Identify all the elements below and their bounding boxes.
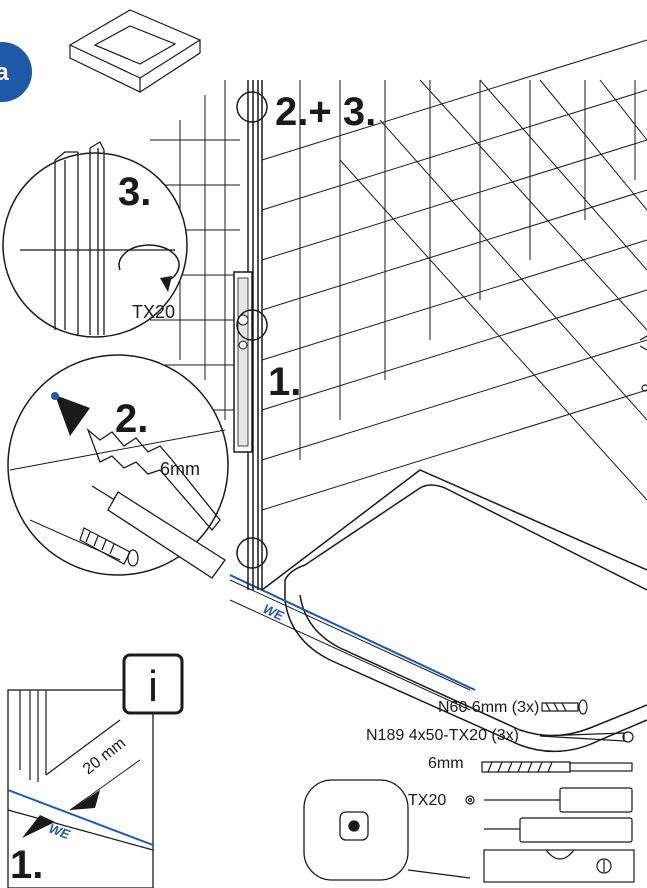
detail-marker-bottom [236,537,268,569]
drill-icon [91,485,226,579]
shower-tray [261,469,647,753]
step-2-callout: 2. [115,397,148,441]
tx20-label-detail: TX20 [132,302,175,322]
we-reference-line [229,574,476,691]
detail-step-2: 2. 6mm [7,354,229,579]
wall-plug-icon [79,527,139,567]
part-label-tx20: TX20 [408,792,446,809]
pointer-icon [55,395,90,436]
tray-package-icon [68,9,202,93]
part-label-n60: N60 6mm (3x) [438,699,539,716]
svg-text:a: a [0,59,9,86]
wall-plug-part-icon [541,699,588,715]
partial-screw-glyphs [639,335,647,392]
screwdriver-part-icon [465,787,633,813]
step-2-3-callout: 2.+ 3. [275,90,376,134]
info-icon: i [148,662,158,711]
drill-bit-icon [86,427,221,532]
step-1-callout-info: 1. [10,843,43,887]
part-label-n189: N189 4x50-TX20 (3x) [366,727,519,744]
detail-marker-top [236,91,268,123]
step-badge: a [0,42,32,102]
drill-size-label-detail: 6mm [160,459,200,479]
step-3-callout: 3. [118,170,151,214]
detail-marker-middle [236,309,268,341]
parts-list: N60 6mm (3x) N189 4x50-TX20 (3x) 6mm TX2… [303,699,635,883]
spirit-level [233,271,253,453]
drill-bit-part-icon [481,761,633,773]
floor-lines [229,579,471,711]
detail-step-3: 3. TX20 [2,141,188,338]
we-label-info: WE [47,821,72,842]
part-label-6mm: 6mm [428,755,464,772]
tiled-wall [150,39,647,511]
step-1-callout-main: 1. [268,360,301,404]
spirit-level-part-icon [483,849,635,883]
tape-measure-icon [303,779,471,881]
drill-part-icon [484,817,633,843]
info-detail: 20 mm WE 1. i [7,653,184,888]
screw-part-icon [539,731,634,743]
